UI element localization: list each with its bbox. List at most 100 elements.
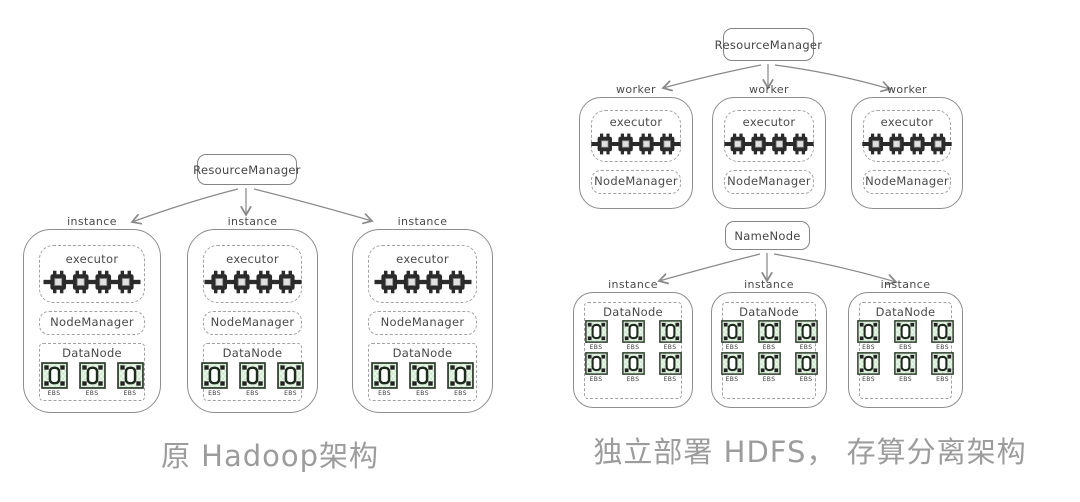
data-node-label: DataNode xyxy=(603,305,663,319)
instance-box: instance executor NodeManager DataNode E… xyxy=(23,215,161,413)
cpu-chips-icon xyxy=(42,269,142,295)
ebs-volume-icon xyxy=(79,362,106,389)
ebs-icon-label: EBS xyxy=(85,390,99,398)
ebs-icon-label: EBS xyxy=(246,390,259,398)
ebs-icon-label: EBS xyxy=(862,344,875,352)
executor-box: executor xyxy=(724,110,814,162)
ebs-icon-label: EBS xyxy=(799,376,813,384)
data-node-box: DataNode EBS EBS EBS EBS xyxy=(722,302,816,399)
ebs-volume-icon xyxy=(659,352,682,375)
node-manager-box: NodeManager xyxy=(39,311,145,335)
data-node-box: DataNode EBS EBS EBS xyxy=(39,343,145,402)
executor-label: executor xyxy=(880,114,934,129)
ebs-icon-label: EBS xyxy=(725,376,739,384)
name-node-label: NameNode xyxy=(734,228,801,243)
ebs-volume-icon xyxy=(585,352,608,375)
ebs-icon-label: EBS xyxy=(284,390,297,398)
ebs-volume-icon xyxy=(721,320,744,343)
instance-title: instance xyxy=(67,215,117,228)
ebs-icon-label: EBS xyxy=(762,376,776,384)
ebs-icon-label: EBS xyxy=(663,376,677,384)
instance-box: instance executor NodeManager DataNode E… xyxy=(187,215,318,413)
ebs-volume: EBS xyxy=(447,362,474,397)
ebs-volume: EBS xyxy=(117,362,144,397)
ebs-volume: EBS xyxy=(894,352,917,383)
node-manager-box: NodeManager xyxy=(368,311,477,335)
ebs-icon-label: EBS xyxy=(762,344,776,352)
ebs-volume-icon xyxy=(931,352,954,375)
node-manager-box: NodeManager xyxy=(863,170,951,194)
ebs-icon-label: EBS xyxy=(899,344,912,352)
ebs-volume-row: EBS EBS EBS xyxy=(721,352,818,383)
diagram-caption-right: 独立部署 HDFS， 存算分离架构 xyxy=(593,435,1027,469)
instance-title: instance xyxy=(880,278,931,291)
executor-label: executor xyxy=(742,114,796,129)
ebs-volume-icon xyxy=(409,362,436,389)
executor-box: executor xyxy=(591,110,681,162)
ebs-volume: EBS xyxy=(758,320,781,351)
ebs-icon-label: EBS xyxy=(589,344,603,352)
instance-title: instance xyxy=(227,215,278,228)
worker-title: worker xyxy=(616,83,656,96)
ebs-icon-label: EBS xyxy=(799,344,813,352)
cpu-chips-icon xyxy=(203,269,303,295)
instance-title: instance xyxy=(744,278,794,291)
executor-label: executor xyxy=(609,114,663,129)
left-architecture-diagram: ResourceManager instance executor NodeMa… xyxy=(23,154,493,473)
ebs-volume-icon xyxy=(894,320,917,343)
ebs-volume: EBS xyxy=(371,362,398,397)
ebs-volume: EBS xyxy=(931,352,954,383)
fanout-arrows xyxy=(661,64,892,93)
worker-box: worker executor NodeManager xyxy=(579,83,693,209)
ebs-volume: EBS xyxy=(201,362,228,397)
ebs-volume-icon xyxy=(239,362,266,389)
ebs-volume-row: EBS EBS EBS xyxy=(201,362,304,397)
ebs-volume-row: EBS EBS EBS xyxy=(721,320,818,351)
ebs-icon-label: EBS xyxy=(123,390,137,398)
instance-box: instance DataNode EBS EBS EBS xyxy=(573,278,693,408)
ebs-volume: EBS xyxy=(894,320,917,351)
node-manager-label: NodeManager xyxy=(210,315,295,330)
ebs-icon-label: EBS xyxy=(862,376,875,384)
ebs-volume: EBS xyxy=(857,320,880,351)
executor-box: executor xyxy=(368,245,477,303)
ebs-volume-icon xyxy=(277,362,304,389)
data-node-label: DataNode xyxy=(875,305,936,319)
worker-title: worker xyxy=(749,83,789,96)
ebs-volume: EBS xyxy=(277,362,304,397)
node-manager-label: NodeManager xyxy=(727,174,811,189)
ebs-volume-row: EBS EBS EBS xyxy=(41,362,144,397)
ebs-icon-label: EBS xyxy=(208,390,221,398)
ebs-volume-icon xyxy=(758,352,781,375)
ebs-volume-icon xyxy=(721,352,744,375)
ebs-volume-icon xyxy=(585,320,608,343)
worker-box: worker executor NodeManager xyxy=(712,83,826,209)
ebs-volume: EBS xyxy=(758,352,781,383)
ebs-volume-icon xyxy=(857,320,880,343)
ebs-volume-icon xyxy=(659,320,682,343)
resource-manager-box: ResourceManager xyxy=(193,154,301,185)
worker-title: worker xyxy=(887,83,927,96)
ebs-volume-icon xyxy=(117,362,144,389)
node-manager-box: NodeManager xyxy=(724,170,814,194)
data-node-label: DataNode xyxy=(739,305,799,319)
ebs-icon-label: EBS xyxy=(936,376,949,384)
ebs-volume: EBS xyxy=(585,352,608,383)
ebs-icon-label: EBS xyxy=(725,344,739,352)
ebs-volume: EBS xyxy=(239,362,266,397)
ebs-volume: EBS xyxy=(795,352,818,383)
node-manager-label: NodeManager xyxy=(380,315,465,330)
ebs-volume-icon xyxy=(622,352,645,375)
ebs-volume-row: EBS EBS EBS xyxy=(857,320,954,351)
ebs-volume: EBS xyxy=(622,320,645,351)
ebs-volume-row: EBS EBS EBS xyxy=(371,362,474,397)
ebs-volume: EBS xyxy=(795,320,818,351)
ebs-icon-label: EBS xyxy=(47,390,61,398)
ebs-volume-icon xyxy=(857,352,880,375)
node-manager-label: NodeManager xyxy=(865,174,949,189)
instance-title: instance xyxy=(608,278,658,291)
ebs-volume-icon xyxy=(622,320,645,343)
worker-box: worker executor NodeManager xyxy=(851,83,963,209)
fanout-arrows xyxy=(130,187,374,225)
ebs-volume: EBS xyxy=(721,320,744,351)
